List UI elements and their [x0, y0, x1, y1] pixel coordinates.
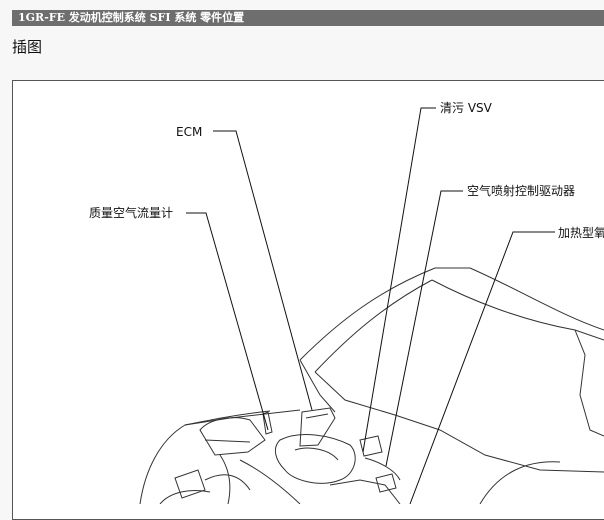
- figure-frame: [12, 80, 604, 520]
- title-bar: 1GR-FE 发动机控制系统 SFI 系统 零件位置: [12, 10, 604, 26]
- label-ecm: ECM: [176, 125, 202, 139]
- leader-line-purge-vsv: [362, 107, 436, 453]
- vehicle-outline: [139, 267, 604, 504]
- section-heading: 插图: [12, 38, 43, 56]
- leader-lines: [186, 107, 555, 504]
- label-air-injection-driver: 空气喷射控制驱动器: [467, 183, 575, 198]
- engine-components: [159, 407, 401, 504]
- leader-line-air-injection: [385, 190, 463, 467]
- leader-line-maf: [186, 212, 269, 431]
- leader-line-ecm: [213, 130, 313, 411]
- label-heated-sensor: 加热型氧: [558, 226, 604, 240]
- label-mass-air-flow-meter: 质量空气流量计: [89, 205, 173, 220]
- leader-line-heated-sensor: [409, 231, 555, 504]
- engine-bay-illustration: ECM 清污 VSV 空气喷射控制驱动器 质量空气流量计 加热型氧: [89, 101, 604, 504]
- label-purge-vsv: 清污 VSV: [440, 101, 493, 115]
